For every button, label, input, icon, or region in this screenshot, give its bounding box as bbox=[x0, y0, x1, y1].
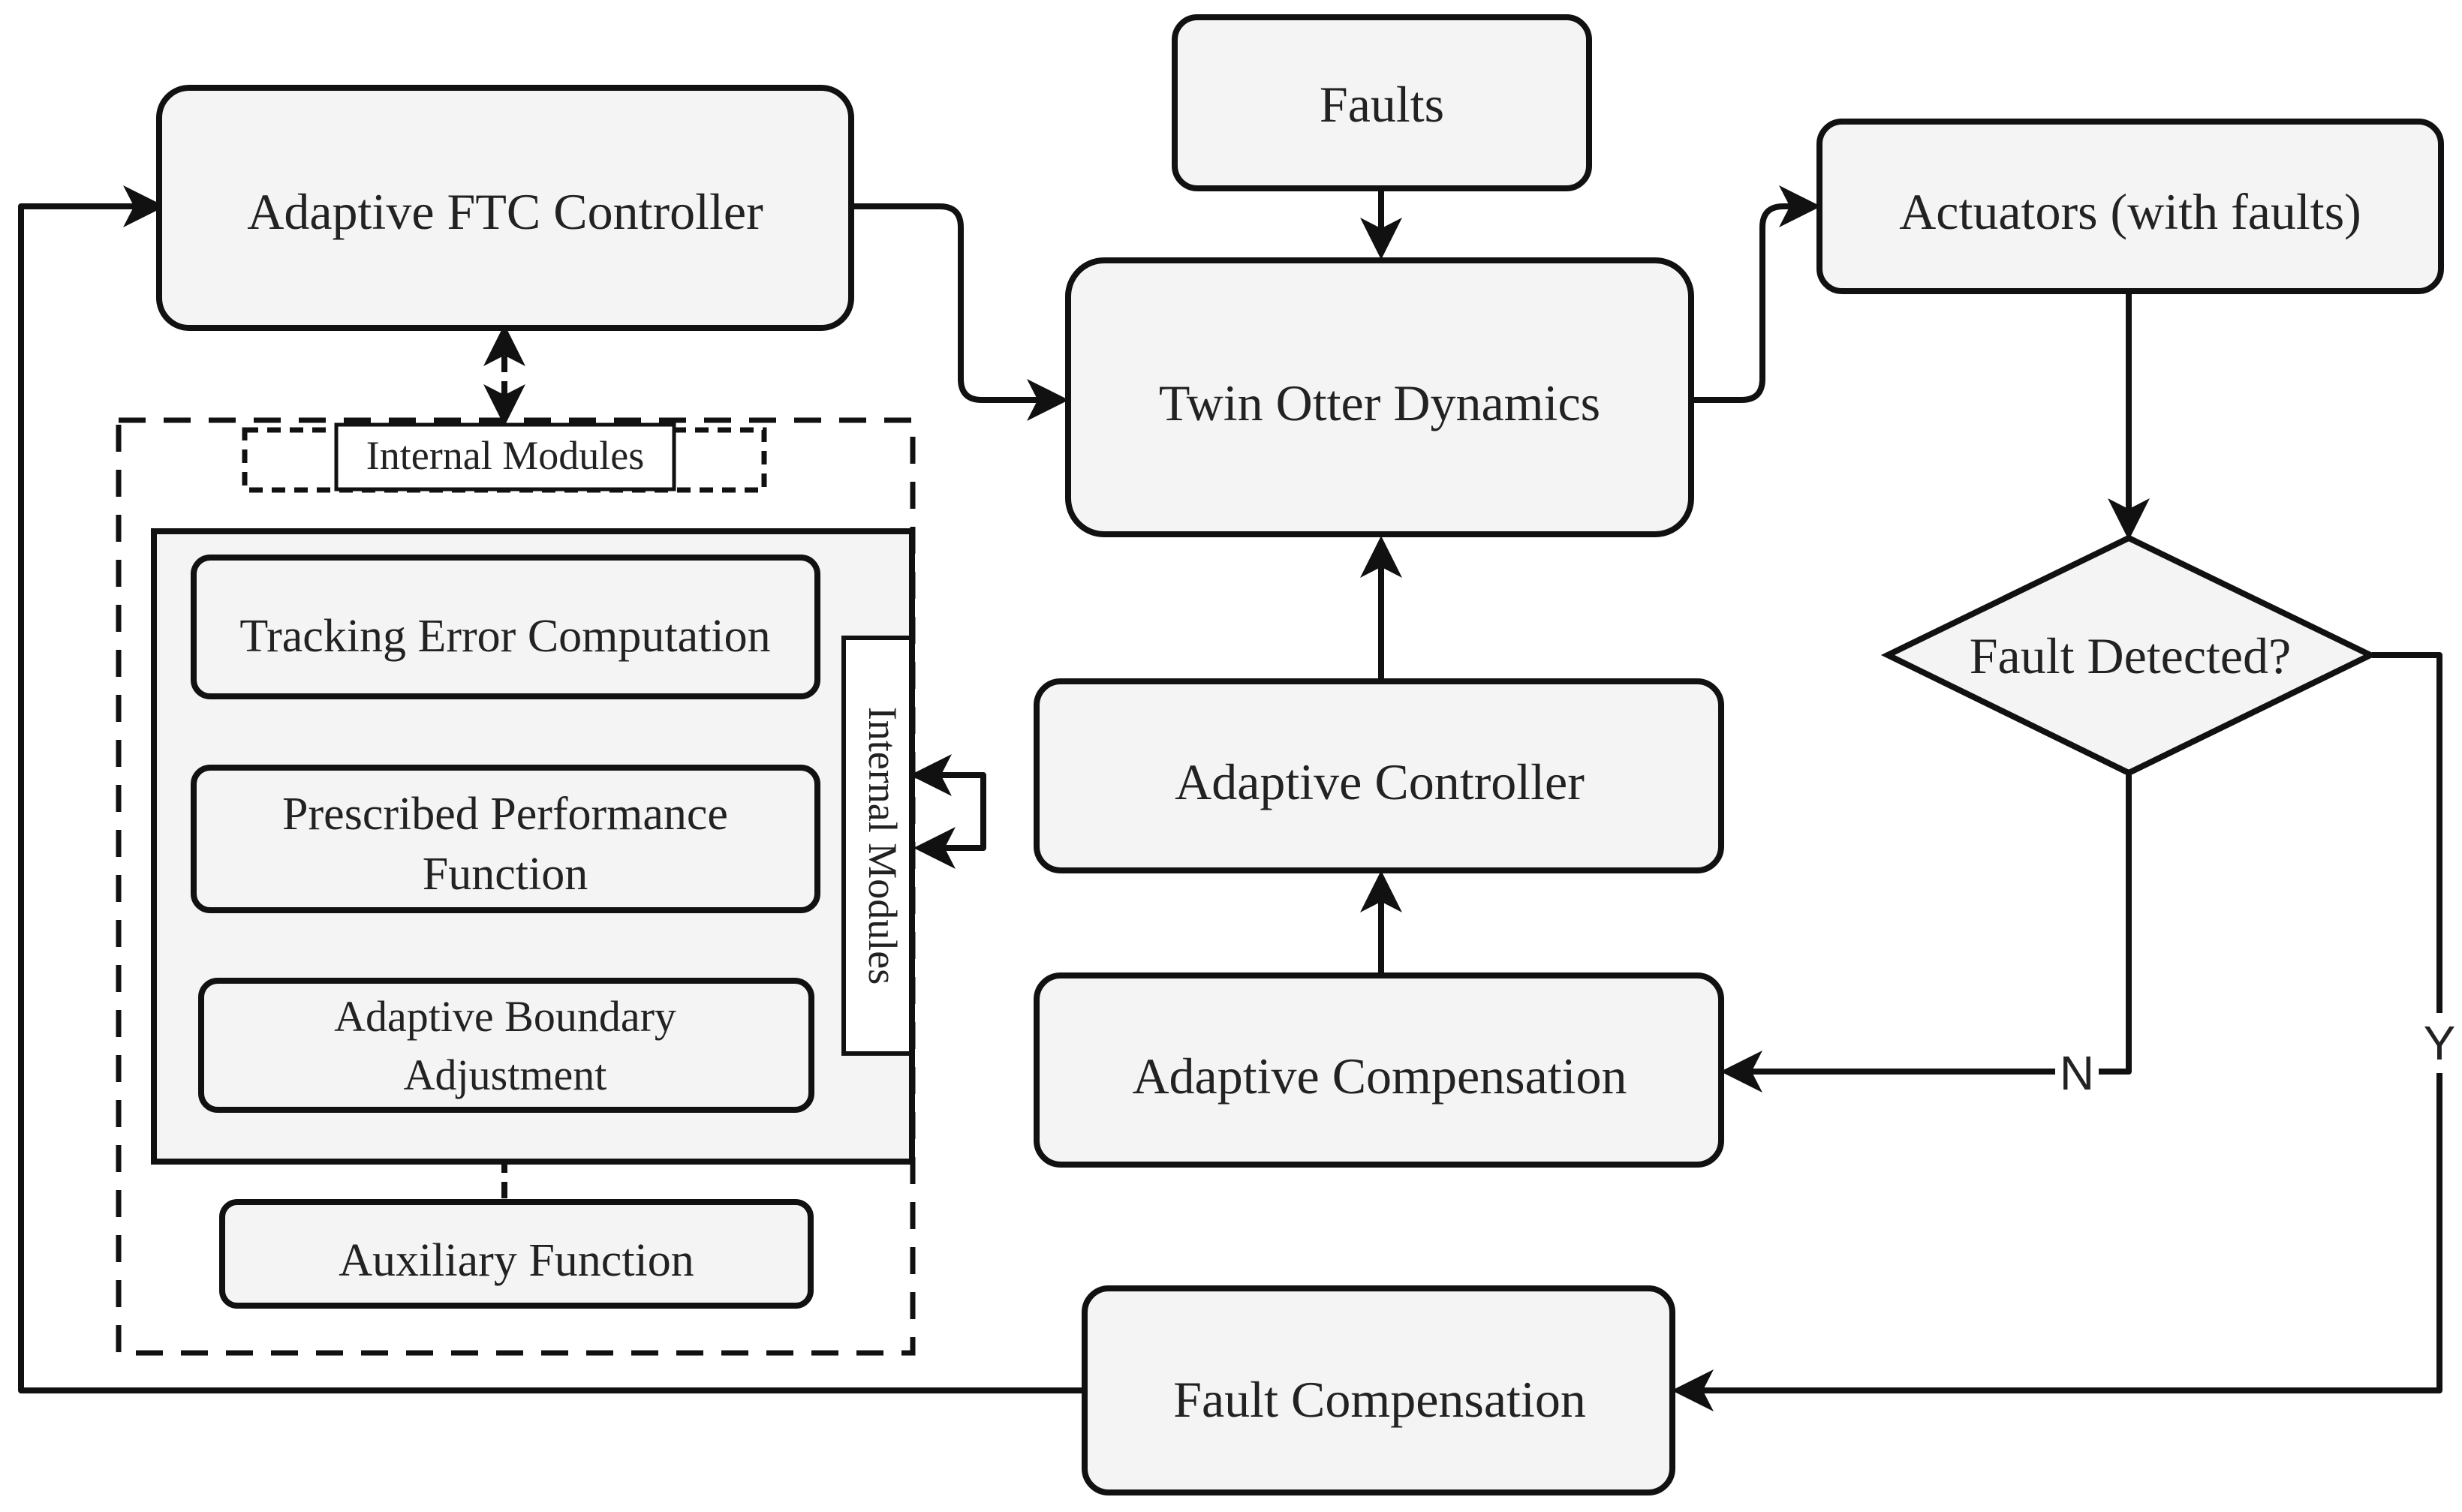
adaptive-compensation-label: Adaptive Compensation bbox=[1132, 1048, 1627, 1105]
edge-adaptive-controller-internal-modules bbox=[910, 754, 986, 869]
adaptive-boundary-label-line2: Adjustment bbox=[404, 1051, 607, 1099]
internal-modules-top-label: Internal Modules bbox=[366, 433, 644, 478]
fault-detected-label: Fault Detected? bbox=[1970, 627, 2292, 684]
faults-label: Faults bbox=[1320, 76, 1444, 133]
tracking-error-box: Tracking Error Computation bbox=[191, 555, 820, 699]
prescribed-performance-label-line2: Function bbox=[423, 849, 588, 900]
adaptive-boundary-box: Adaptive Boundary Adjustment bbox=[198, 978, 814, 1113]
edge-label-yes: Y bbox=[2424, 1016, 2456, 1070]
twin-otter-dynamics-box: Twin Otter Dynamics bbox=[1065, 257, 1694, 537]
adaptive-boundary-label-line1: Adaptive Boundary bbox=[334, 992, 676, 1041]
internal-modules-side-label: Internal Modules bbox=[860, 707, 905, 984]
edge-fault-detected-yes bbox=[1672, 652, 2442, 1411]
internal-modules-top-label-box bbox=[334, 422, 676, 491]
actuators-label: Actuators (with faults) bbox=[1899, 183, 2361, 240]
no-label-background bbox=[2055, 1047, 2099, 1099]
adaptive-controller-box: Adaptive Controller bbox=[1034, 678, 1724, 873]
auxiliary-function-label: Auxiliary Function bbox=[339, 1235, 694, 1286]
edge-fault-detected-no bbox=[1720, 775, 2132, 1093]
adaptive-controller-label: Adaptive Controller bbox=[1175, 753, 1585, 810]
adaptive-compensation-box: Adaptive Compensation bbox=[1034, 972, 1724, 1168]
edge-label-no: N bbox=[2060, 1046, 2094, 1100]
fault-compensation-box: Fault Compensation bbox=[1082, 1285, 1675, 1495]
edge-ftc-controller-to-twin-otter bbox=[853, 203, 1069, 421]
edge-fault-compensation-to-ftc-controller bbox=[18, 185, 1085, 1393]
adaptive-ftc-controller-box: Adaptive FTC Controller bbox=[156, 85, 854, 331]
actuators-box: Actuators (with faults) bbox=[1816, 119, 2444, 294]
twin-otter-dynamics-label: Twin Otter Dynamics bbox=[1159, 374, 1600, 431]
fault-detected-decision: Fault Detected? bbox=[1880, 534, 2378, 777]
edge-twin-otter-to-actuators bbox=[1693, 185, 1821, 403]
tracking-error-label: Tracking Error Computation bbox=[239, 611, 770, 662]
prescribed-performance-box: Prescribed Performance Function bbox=[191, 765, 820, 913]
auxiliary-function-box: Auxiliary Function bbox=[219, 1199, 814, 1309]
internal-modules-side-label-box bbox=[841, 636, 913, 1056]
yes-label-background bbox=[2417, 1013, 2462, 1073]
prescribed-performance-label-line1: Prescribed Performance bbox=[282, 789, 728, 840]
fault-compensation-label: Fault Compensation bbox=[1173, 1371, 1586, 1428]
internal-modules-container bbox=[116, 417, 916, 1356]
adaptive-ftc-controller-label: Adaptive FTC Controller bbox=[247, 183, 763, 240]
faults-box: Faults bbox=[1172, 14, 1592, 191]
